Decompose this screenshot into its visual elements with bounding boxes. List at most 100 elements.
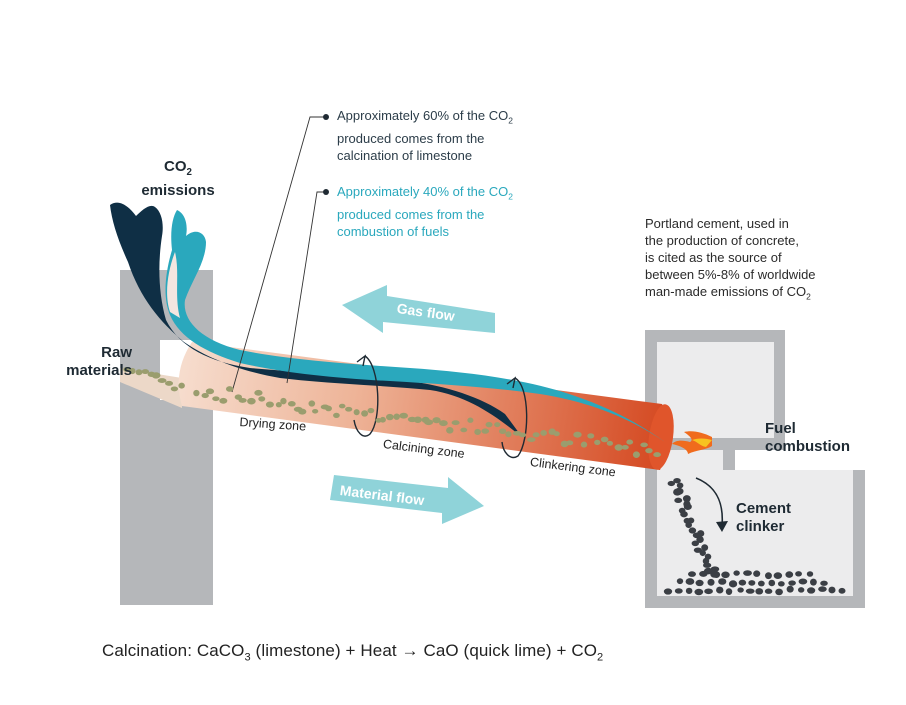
clinker-particle	[777, 581, 785, 587]
portland-line5: man-made emissions of CO	[645, 284, 807, 299]
raw-material-particle	[460, 427, 468, 433]
raw-material-particle	[439, 420, 448, 427]
fuel-note: Approximately 40% of the CO2 produced co…	[337, 183, 513, 240]
raw-material-particle	[573, 431, 582, 438]
clinker-particle	[733, 570, 740, 576]
raw-material-particle	[505, 431, 512, 438]
formula-part1: Calcination: CaCO	[102, 641, 245, 660]
raw-material-particle	[308, 400, 316, 407]
calcination-note-sub: 2	[508, 115, 513, 126]
cooler-chamber	[645, 330, 865, 608]
raw-material-particle	[653, 452, 661, 458]
raw-material-particle	[645, 448, 653, 454]
co2-plume-highlight	[167, 252, 180, 318]
raw-material-particle	[135, 369, 143, 376]
clinker-particle	[757, 580, 765, 587]
raw-material-particle	[361, 410, 369, 417]
raw-material-particle	[632, 451, 640, 458]
raw-material-particle	[626, 439, 634, 445]
raw-material-particle	[129, 367, 136, 375]
raw-material-particles	[123, 367, 661, 458]
clinker-particle	[699, 549, 706, 557]
clinker-particle	[748, 580, 756, 586]
raw-material-particle	[499, 428, 507, 435]
clinker-particle	[685, 587, 693, 594]
clinker-particle	[786, 585, 794, 593]
raw-material-particle	[621, 444, 629, 450]
clinker-particle	[673, 477, 681, 484]
leader-lines	[231, 114, 329, 393]
raw-material-particle	[254, 389, 263, 396]
clinker-particle	[725, 588, 733, 595]
clinker-particle	[696, 536, 704, 544]
cement-label: Cement	[736, 500, 792, 517]
raw-material-particle	[338, 403, 346, 409]
clinker-particle	[797, 587, 805, 593]
rotation-arrows	[353, 354, 528, 459]
raw-material-particle	[494, 422, 501, 428]
co2-label-text: CO	[164, 158, 187, 175]
raw-material-chute	[120, 368, 182, 408]
clinker-particle	[798, 578, 808, 585]
raw-material-particle	[280, 397, 287, 405]
clinker-particle	[674, 588, 683, 594]
clinker-particle	[745, 588, 755, 594]
co2-emissions-label: CO2 emissions	[133, 158, 223, 200]
raw-material-particle	[553, 431, 560, 437]
clinker-particle	[838, 587, 846, 594]
clinker-particle	[682, 495, 691, 503]
clinker-particle	[688, 527, 697, 534]
calcination-note-line1: Approximately 60% of the CO	[337, 108, 509, 123]
clinker-particle	[785, 571, 794, 578]
clinker-particle	[721, 571, 730, 579]
clinker-particle	[728, 580, 738, 588]
clinker-particles	[663, 477, 846, 596]
clinker-particle	[663, 588, 673, 595]
gas-flow-arrow	[342, 285, 495, 333]
raw-material-particle	[258, 396, 266, 402]
raw-material-particle	[526, 437, 536, 443]
raw-material-particle	[178, 382, 185, 389]
raw-material-particle	[424, 419, 434, 426]
portland-note: Portland cement, used in the production …	[645, 215, 816, 306]
calcination-note-line3: calcination of limestone	[337, 147, 473, 163]
clinker-particle	[695, 579, 704, 587]
co2-label-sub: 2	[186, 167, 192, 178]
calcination-formula: Calcination: CaCO3 (limestone) + Heat → …	[102, 641, 603, 663]
clinker-particle	[685, 522, 693, 529]
clinker-particle	[710, 570, 719, 578]
raw-material-particle	[170, 386, 179, 392]
clinker-particle	[768, 579, 776, 587]
clinker-particle	[755, 588, 764, 595]
portland-line4: between 5%-8% of worldwide	[645, 267, 816, 282]
raw-material-particle	[594, 439, 601, 446]
raw-material-particle	[287, 401, 296, 407]
clinker-particle	[683, 503, 692, 511]
raw-material-particle	[312, 408, 319, 414]
clinker-particle	[764, 588, 773, 594]
raw-material-particle	[212, 396, 220, 402]
raw-material-particle	[540, 430, 547, 436]
clinker-particle	[688, 571, 696, 577]
raw-material-particle	[614, 444, 623, 451]
clinker-particle	[685, 578, 695, 585]
raw-material-particle	[193, 389, 200, 397]
raw-material-particle	[413, 416, 422, 423]
raw-material-particle	[141, 369, 150, 375]
fuel-note-sub: 2	[508, 191, 513, 202]
clinker-particle	[753, 570, 761, 577]
raw-material-particle	[566, 440, 574, 446]
clinker-arrow	[695, 477, 728, 532]
clinker-particle	[673, 488, 682, 496]
clinker-particle	[765, 572, 772, 580]
clinker-particle	[703, 562, 712, 568]
raw-material-particle	[532, 432, 540, 438]
clinker-particle	[818, 586, 827, 592]
raw-material-particle	[247, 397, 256, 405]
raw-material-particle	[325, 405, 332, 412]
raw-material-particle	[219, 397, 228, 404]
raw-material-particle	[225, 386, 234, 392]
clinker-particle	[693, 547, 703, 553]
raw-material-particle	[518, 432, 527, 438]
